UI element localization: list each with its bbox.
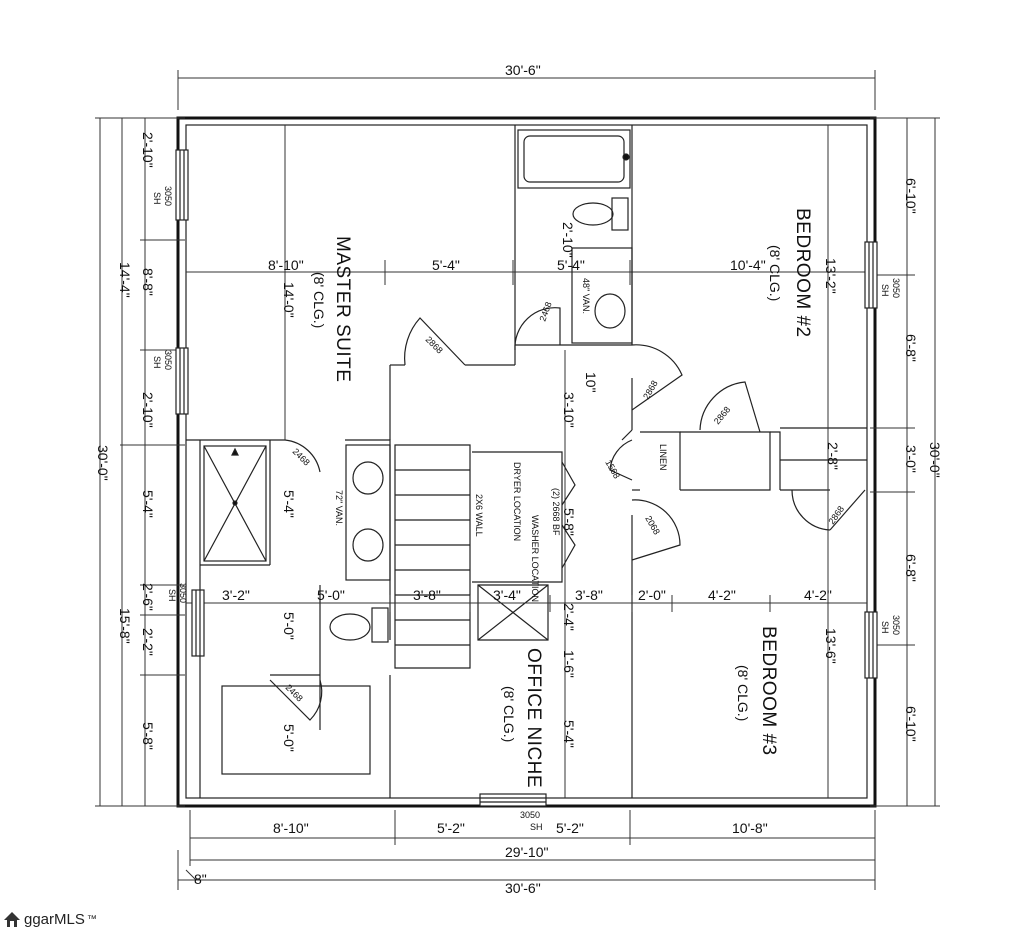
washer-label: WASHER LOCATION bbox=[530, 515, 540, 602]
dim-interior: 5'-8" bbox=[561, 508, 577, 536]
dryer-label: DRYER LOCATION bbox=[512, 462, 522, 541]
dim-left-seg: 2'-6" bbox=[140, 583, 156, 611]
master-suite-label: MASTER SUITE bbox=[332, 236, 353, 382]
dim-right-seg: 6'-10" bbox=[903, 706, 919, 742]
dim-row2: 3'-8" bbox=[413, 587, 441, 603]
dim-left-upper: 14'-4" bbox=[117, 262, 133, 298]
window-sub: SH bbox=[152, 356, 162, 369]
dim-left-seg: 2'-10" bbox=[140, 392, 156, 428]
dim-left-seg: 5'-4" bbox=[140, 490, 156, 518]
vanity-48-label: 48" VAN. bbox=[581, 278, 591, 314]
window-code: 3050 bbox=[520, 810, 540, 820]
dimension-labels: 30'-6" 30'-6" 29'-10" 8" 8'-10" 5'-2" 5'… bbox=[95, 62, 943, 896]
dim-left-seg: 2'-2" bbox=[140, 628, 156, 656]
dim-right-seg: 6'-8" bbox=[903, 554, 919, 582]
logo-text: ggarMLS bbox=[24, 910, 85, 928]
dim-row1: 10'-4" bbox=[730, 257, 766, 273]
bedroom2-ceiling: (8' CLG.) bbox=[767, 245, 783, 301]
dim-row2: 2'-0" bbox=[638, 587, 666, 603]
door-code: 2468 bbox=[291, 446, 312, 467]
window-sub: SH bbox=[880, 621, 890, 634]
dim-interior: 3'-10" bbox=[561, 392, 577, 428]
master-suite-ceiling: (8' CLG.) bbox=[311, 272, 327, 328]
dim-interior: 2'-8" bbox=[825, 442, 841, 470]
doors bbox=[269, 307, 866, 721]
dim-bottom-small: 8" bbox=[194, 871, 207, 887]
door-code: 2868 bbox=[641, 379, 660, 401]
office-niche-ceiling: (8' CLG.) bbox=[501, 686, 517, 742]
dim-row2: 3'-2" bbox=[222, 587, 250, 603]
dim-right-total: 30'-0" bbox=[927, 442, 943, 478]
dim-row1: 5'-4" bbox=[432, 257, 460, 273]
dim-bottom-seg: 10'-8" bbox=[732, 820, 768, 836]
interior-walls bbox=[186, 125, 867, 798]
dim-left-lower: 15'-8" bbox=[117, 608, 133, 644]
dim-interior: 1'-6" bbox=[561, 650, 577, 678]
window-sub: SH bbox=[167, 589, 177, 602]
dimension-lines bbox=[95, 70, 940, 890]
windows bbox=[175, 149, 878, 807]
bifold-label: (2) 2668 BF bbox=[551, 488, 561, 536]
dim-top: 30'-6" bbox=[505, 62, 541, 78]
dim-interior: 5'-0" bbox=[281, 724, 297, 752]
door-code: 2868 bbox=[424, 334, 445, 355]
window-sub: SH bbox=[152, 192, 162, 205]
bedroom2-label: BEDROOM #2 bbox=[792, 208, 813, 338]
dim-interior: 5'-4" bbox=[281, 490, 297, 518]
door-code: 2468 bbox=[537, 300, 553, 322]
window-sub: SH bbox=[530, 822, 543, 832]
dim-bottom-outer: 30'-6" bbox=[505, 880, 541, 896]
window-code: 3050 bbox=[891, 278, 901, 298]
wall-label: 2X6 WALL bbox=[474, 494, 484, 537]
dim-row2: 5'-0" bbox=[317, 587, 345, 603]
dim-interior: 13'-2" bbox=[823, 258, 839, 294]
dim-right-seg: 6'-10" bbox=[903, 178, 919, 214]
dim-interior: 10" bbox=[583, 372, 599, 393]
fixtures bbox=[203, 129, 633, 775]
dim-row2: 4'-2" bbox=[804, 587, 832, 603]
window-code: 3050 bbox=[163, 186, 173, 206]
dim-row1: 8'-10" bbox=[268, 257, 304, 273]
dim-right-seg: 3'-0" bbox=[903, 445, 919, 473]
dim-interior: 2'-4" bbox=[561, 603, 577, 631]
door-code: 2068 bbox=[643, 514, 662, 536]
linen-label: LINEN bbox=[658, 444, 668, 471]
office-niche-label: OFFICE NICHE bbox=[523, 648, 544, 788]
window-code: 3050 bbox=[163, 350, 173, 370]
dim-row2: 4'-2" bbox=[708, 587, 736, 603]
dim-row1: 5'-4" bbox=[557, 257, 585, 273]
dim-interior: 14'-0" bbox=[281, 282, 297, 318]
room-labels: MASTER SUITE (8' CLG.) BEDROOM #2 (8' CL… bbox=[311, 208, 813, 788]
house-icon bbox=[4, 912, 20, 927]
window-code: 3050 bbox=[891, 615, 901, 635]
dim-right-seg: 6'-8" bbox=[903, 334, 919, 362]
dim-row2: 3'-8" bbox=[575, 587, 603, 603]
dim-bottom-seg: 5'-2" bbox=[556, 820, 584, 836]
door-code: 1568 bbox=[603, 458, 622, 480]
dim-interior: 5'-4" bbox=[561, 720, 577, 748]
bedroom3-ceiling: (8' CLG.) bbox=[735, 665, 751, 721]
dim-left-total: 30'-0" bbox=[95, 445, 111, 481]
window-code: 3050 bbox=[178, 583, 188, 603]
dim-bottom-seg: 5'-2" bbox=[437, 820, 465, 836]
dim-left-seg: 8'-8" bbox=[140, 268, 156, 296]
window-codes: 3050 SH 3050 SH 3050 SH 3050 SH 3050 SH … bbox=[152, 186, 901, 832]
vanity-72-label: 72" VAN. bbox=[334, 490, 344, 526]
dim-bottom-inner: 29'-10" bbox=[505, 844, 548, 860]
dim-left-seg: 2'-10" bbox=[140, 132, 156, 168]
window-sub: SH bbox=[880, 284, 890, 297]
dim-interior: 13'-6" bbox=[823, 628, 839, 664]
dim-interior: 5'-0" bbox=[281, 612, 297, 640]
door-code: 2868 bbox=[712, 405, 733, 427]
dim-row2: 3'-4" bbox=[493, 587, 521, 603]
bedroom3-label: BEDROOM #3 bbox=[758, 626, 779, 756]
dim-left-seg: 5'-8" bbox=[140, 722, 156, 750]
dim-interior: 2'-10" bbox=[560, 222, 576, 258]
dim-bottom-seg: 8'-10" bbox=[273, 820, 309, 836]
logo-tm: ™ bbox=[86, 913, 97, 925]
